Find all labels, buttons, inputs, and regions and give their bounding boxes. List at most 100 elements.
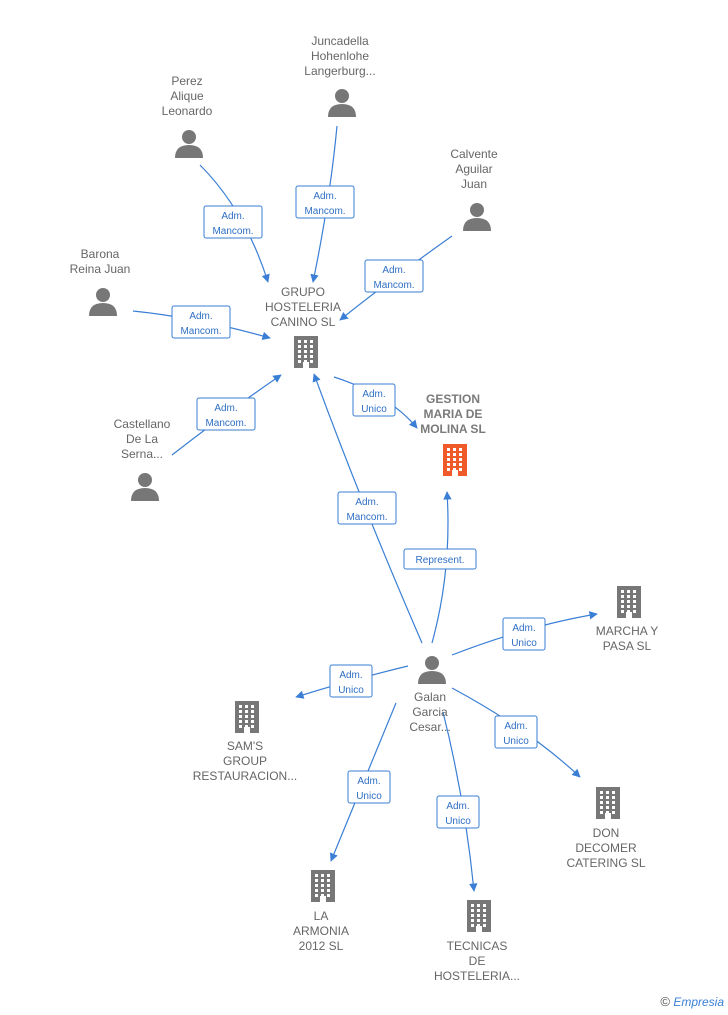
node-label: ARMONIA xyxy=(293,924,349,938)
edge-label-text: Unico xyxy=(338,685,364,696)
building-icon xyxy=(235,701,259,733)
edge-label-box[interactable] xyxy=(403,548,477,570)
node-label: DON xyxy=(593,826,620,840)
edge-label-text: Adm. xyxy=(313,191,336,202)
building-icon xyxy=(467,900,491,932)
building-icon xyxy=(443,444,467,476)
node-galan[interactable]: GalanGarciaCesar... xyxy=(409,656,451,734)
building-icon xyxy=(596,787,620,819)
node-label: DE xyxy=(469,954,486,968)
edge-label-box[interactable] xyxy=(203,205,263,239)
person-icon xyxy=(131,473,159,501)
edge-label-text: Represent. xyxy=(416,555,465,566)
edge-galan-marcha: Adm. Unico xyxy=(451,611,598,656)
node-label: RESTAURACION... xyxy=(193,769,297,783)
edge-label-box[interactable] xyxy=(295,185,355,219)
edge-label-text: Unico xyxy=(511,638,537,649)
node-label: GROUP xyxy=(223,754,267,768)
node-label: PASA SL xyxy=(603,639,652,653)
node-label: SAM'S xyxy=(227,739,263,753)
node-label: Serna... xyxy=(121,447,163,461)
node-label: Calvente xyxy=(450,147,498,161)
node-label: Alique xyxy=(170,89,204,103)
edge-galan-don: Adm. Unico xyxy=(451,687,581,778)
edge-label-box[interactable] xyxy=(502,617,546,651)
person-icon xyxy=(418,656,446,684)
person-icon xyxy=(175,130,203,158)
node-label: Barona xyxy=(81,247,120,261)
node-label: LA xyxy=(314,909,329,923)
edge-label-text: Adm. xyxy=(189,311,212,322)
node-label: Reina Juan xyxy=(70,262,131,276)
edge-label-text: Adm. xyxy=(362,389,385,400)
brand-logo[interactable]: Empresia xyxy=(673,995,724,1009)
edge-perez-grupo: Adm.Mancom. xyxy=(199,164,270,283)
building-icon xyxy=(311,870,335,902)
node-label: Juan xyxy=(461,177,487,191)
copyright-notice: © Empresia xyxy=(660,994,724,1009)
edge-label-box[interactable] xyxy=(347,770,391,804)
edge-label-box[interactable] xyxy=(171,305,231,339)
node-label: 2012 SL xyxy=(299,939,344,953)
node-label: GESTION xyxy=(426,392,480,406)
edge-label-text: Adm. xyxy=(357,776,380,787)
node-label: DECOMER xyxy=(575,841,637,855)
node-label: HOSTELERIA... xyxy=(434,969,520,983)
edge-label-box[interactable] xyxy=(364,259,424,293)
person-icon xyxy=(89,288,117,316)
edge-label-box[interactable] xyxy=(337,491,397,525)
edge-castellano-grupo: Adm. Mancom. xyxy=(171,374,282,456)
edge-galan-grupo: Adm. Mancom. xyxy=(312,373,423,644)
node-label: CANINO SL xyxy=(271,315,336,329)
copyright-symbol: © xyxy=(660,994,670,1009)
person-icon xyxy=(328,89,356,117)
edge-label-text: Unico xyxy=(361,404,387,415)
edge-galan-gestion: Represent. xyxy=(403,491,477,644)
node-label: MARIA DE xyxy=(424,407,483,421)
edge-galan-armonia: Adm. Unico xyxy=(329,702,397,862)
edge-label-text: Adm. xyxy=(339,670,362,681)
edge-label-text: Unico xyxy=(503,736,529,747)
node-label: Leonardo xyxy=(162,104,213,118)
node-juncadella[interactable]: JuncadellaHohenloheLangerburg... xyxy=(304,34,376,117)
node-label: Juncadella xyxy=(311,34,369,48)
node-label: HOSTELERIA xyxy=(265,300,341,314)
edge-label-text: Adm. xyxy=(446,801,469,812)
node-tecnicas[interactable]: TECNICASDEHOSTELERIA... xyxy=(434,900,520,983)
edge-label-box[interactable] xyxy=(352,383,396,417)
node-label: Hohenlohe xyxy=(311,49,369,63)
node-label: Garcia xyxy=(412,705,448,719)
edge-label-text: Adm. xyxy=(382,265,405,276)
edge-juncadella-grupo: Adm.Mancom. xyxy=(295,125,355,283)
edge-label-text: Mancom. xyxy=(373,280,414,291)
edge-calvente-grupo: Adm. Mancom. xyxy=(339,235,453,321)
edge-label-box[interactable] xyxy=(196,397,256,431)
edge-label-text: Adm. xyxy=(504,721,527,732)
edge-label-box[interactable] xyxy=(436,795,480,829)
edge-label-box[interactable] xyxy=(329,664,373,698)
edge-label-text: Mancom. xyxy=(212,226,253,237)
edge-galan-sams: Adm. Unico xyxy=(295,664,409,699)
edge-label-text: Adm. xyxy=(214,403,237,414)
edge-label-text: Mancom. xyxy=(346,512,387,523)
building-icon xyxy=(617,586,641,618)
node-label: Galan xyxy=(414,690,446,704)
edge-label-text: Unico xyxy=(356,791,382,802)
edge-label-text: Adm. xyxy=(512,623,535,634)
node-label: Perez xyxy=(171,74,202,88)
edge-label-text: Mancom. xyxy=(205,418,246,429)
edge-label-text: Adm. xyxy=(355,497,378,508)
node-label: MOLINA SL xyxy=(420,422,486,436)
edge-label-box[interactable] xyxy=(494,715,538,749)
node-label: Aguilar xyxy=(455,162,492,176)
node-sams[interactable]: SAM'SGROUPRESTAURACION... xyxy=(193,701,297,783)
